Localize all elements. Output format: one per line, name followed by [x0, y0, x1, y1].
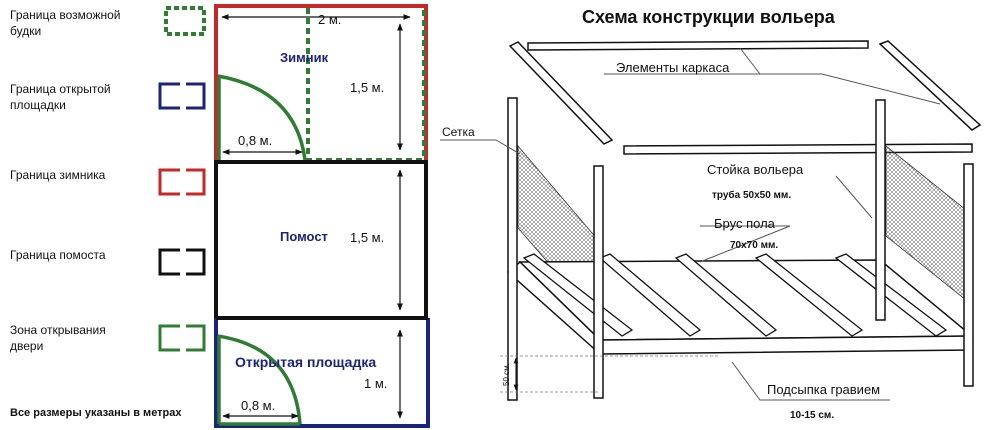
open-area-label: Открытая площадка	[235, 354, 376, 370]
legend-label-booth-2: будки	[10, 24, 41, 38]
floor-beam-1	[522, 253, 634, 337]
legend-label-door-2: двери	[10, 339, 43, 353]
frame-bar-front	[623, 143, 973, 155]
dim-width-label: 2 м.	[318, 12, 341, 27]
floor-beam-3	[674, 253, 778, 337]
legend-swatch-open	[158, 82, 206, 110]
legend-item-pomost: Граница помоста	[10, 248, 206, 276]
frame-bar-top	[527, 40, 869, 51]
leader-gravel	[731, 361, 890, 401]
dim-zimnik-height-label: 1,5 м.	[350, 80, 384, 95]
legend-label-open-2: площадки	[10, 98, 66, 112]
label-mesh: Сетка	[442, 125, 475, 139]
post-front-right	[963, 163, 974, 387]
legend-item-door-zone: Зона открывания двери	[10, 323, 206, 353]
scheme-title: Схема конструкции вольера	[582, 7, 836, 27]
open-area-boundary	[214, 318, 430, 428]
legend-label-door-1: Зона открывания	[10, 323, 106, 337]
dim-door-bottom-label: 0,8 м.	[241, 398, 275, 413]
leader-mesh	[440, 139, 521, 155]
frame-bars	[508, 40, 982, 155]
legend-swatch-pomost	[158, 248, 206, 276]
floor-beams	[522, 253, 948, 337]
dim-pomost-height-label: 1,5 м.	[350, 230, 384, 245]
dim-height-50-label: 50 см.	[502, 363, 511, 386]
legend-item-booth: Граница возможной будки	[10, 6, 206, 38]
legend-label-pomost: Граница помоста	[10, 248, 106, 262]
construction-scheme: Схема конструкции вольера	[440, 7, 982, 421]
floor-plan: 2 м. 1,5 м. Зимник 0,8 м. Помост 1,5 м. …	[214, 4, 430, 428]
floor-beam-5	[834, 253, 948, 337]
frame-bar-left	[508, 41, 614, 145]
dim-door-top-label: 0,8 м.	[238, 133, 272, 148]
leader-beam	[699, 225, 791, 263]
label-floor-beam-spec: 70x70 мм.	[730, 240, 778, 251]
label-floor-beam: Брус пола	[714, 216, 776, 231]
booth-boundary	[306, 8, 426, 162]
post-back-left	[507, 97, 518, 401]
legend-label-booth-1: Граница возможной	[10, 8, 120, 22]
floor-beam-4	[754, 253, 864, 337]
legend-item-zimnik: Граница зимника	[10, 168, 206, 196]
label-frame-elements: Элементы каркаса	[616, 60, 730, 75]
legend-label-open-1: Граница открытой	[10, 82, 111, 96]
post-front-left	[593, 165, 604, 399]
leader-frame-top	[739, 47, 761, 75]
legend-item-open-area: Граница открытой площадки	[10, 82, 206, 112]
door-arc-zimnik	[217, 74, 307, 161]
pomost-label: Помост	[280, 229, 328, 244]
floor-beam-2	[598, 253, 702, 337]
legend-swatch-door	[158, 324, 206, 352]
legend-swatch-zimnik	[158, 168, 206, 196]
label-post-spec: труба 50x50 мм.	[712, 189, 791, 201]
leader-post	[835, 175, 873, 219]
label-post: Стойка вольера	[707, 162, 804, 177]
floor-front-edge	[599, 335, 973, 355]
label-gravel: Подсыпка гравием	[767, 382, 880, 397]
frame-bar-right	[878, 40, 982, 131]
door-arc-open	[217, 334, 302, 425]
leader-frame-right	[604, 73, 941, 105]
legend-swatch-booth	[164, 6, 206, 36]
zimnik-label: Зимник	[280, 50, 329, 65]
post-back-right	[875, 99, 886, 321]
legend: Граница возможной будки Граница открытой…	[10, 6, 206, 419]
legend-label-zimnik: Граница зимника	[10, 168, 106, 182]
label-gravel-spec: 10-15 см.	[790, 410, 834, 421]
dim-open-height-label: 1 м.	[364, 376, 387, 391]
posts	[507, 97, 974, 401]
legend-note: Все размеры указаны в метрах	[10, 407, 182, 419]
leader-lines	[440, 47, 941, 401]
